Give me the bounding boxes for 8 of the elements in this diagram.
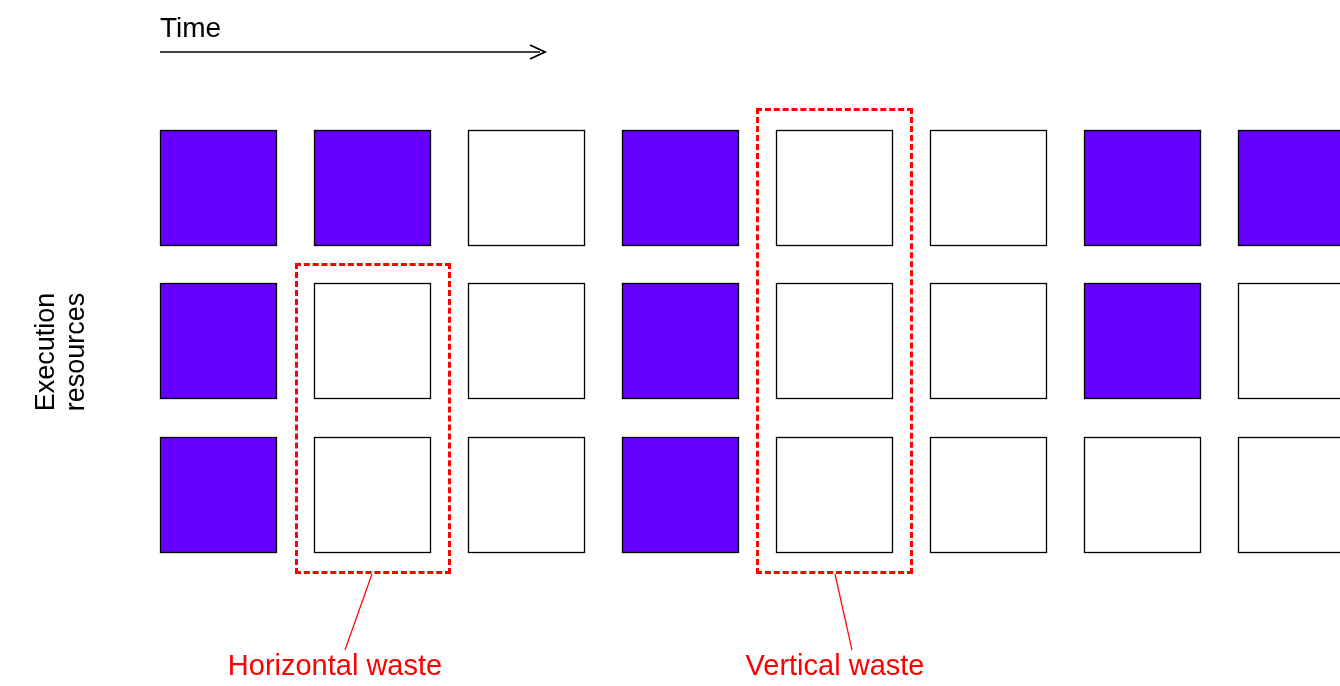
axis-label: Execution resources [30, 291, 90, 414]
axis-label: Time [160, 12, 222, 44]
waste-label: Horizontal waste [227, 648, 443, 683]
dashed-highlight-box [756, 108, 913, 574]
leader-line [344, 573, 373, 651]
dashed-highlight-box [295, 263, 451, 574]
waste-label: Vertical waste [745, 648, 925, 683]
leader-line [834, 573, 853, 651]
